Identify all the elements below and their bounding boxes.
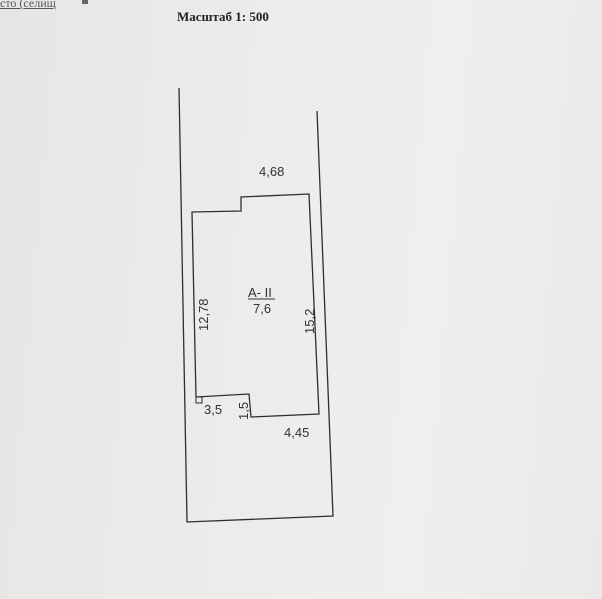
building-height-label: 7,6 xyxy=(253,301,271,316)
corner-marker xyxy=(195,396,203,404)
dimension-bottom-width: 4,45 xyxy=(284,425,309,440)
scale-title: Масштаб 1: 500 xyxy=(177,9,269,24)
dimension-step-width: 3,5 xyxy=(204,402,222,417)
dimension-top-width: 4,68 xyxy=(259,164,284,179)
building-outline xyxy=(191,193,320,418)
dimension-step-height: 1,5 xyxy=(236,402,251,420)
header-mark xyxy=(82,0,88,4)
dimension-left-length: 12,78 xyxy=(196,298,211,331)
dimension-right-length: 15,2 xyxy=(302,309,317,334)
plot-boundary xyxy=(178,87,334,523)
header-fragment: сто (селищ xyxy=(0,0,56,10)
building-code-label: А- ІІ xyxy=(248,285,272,300)
